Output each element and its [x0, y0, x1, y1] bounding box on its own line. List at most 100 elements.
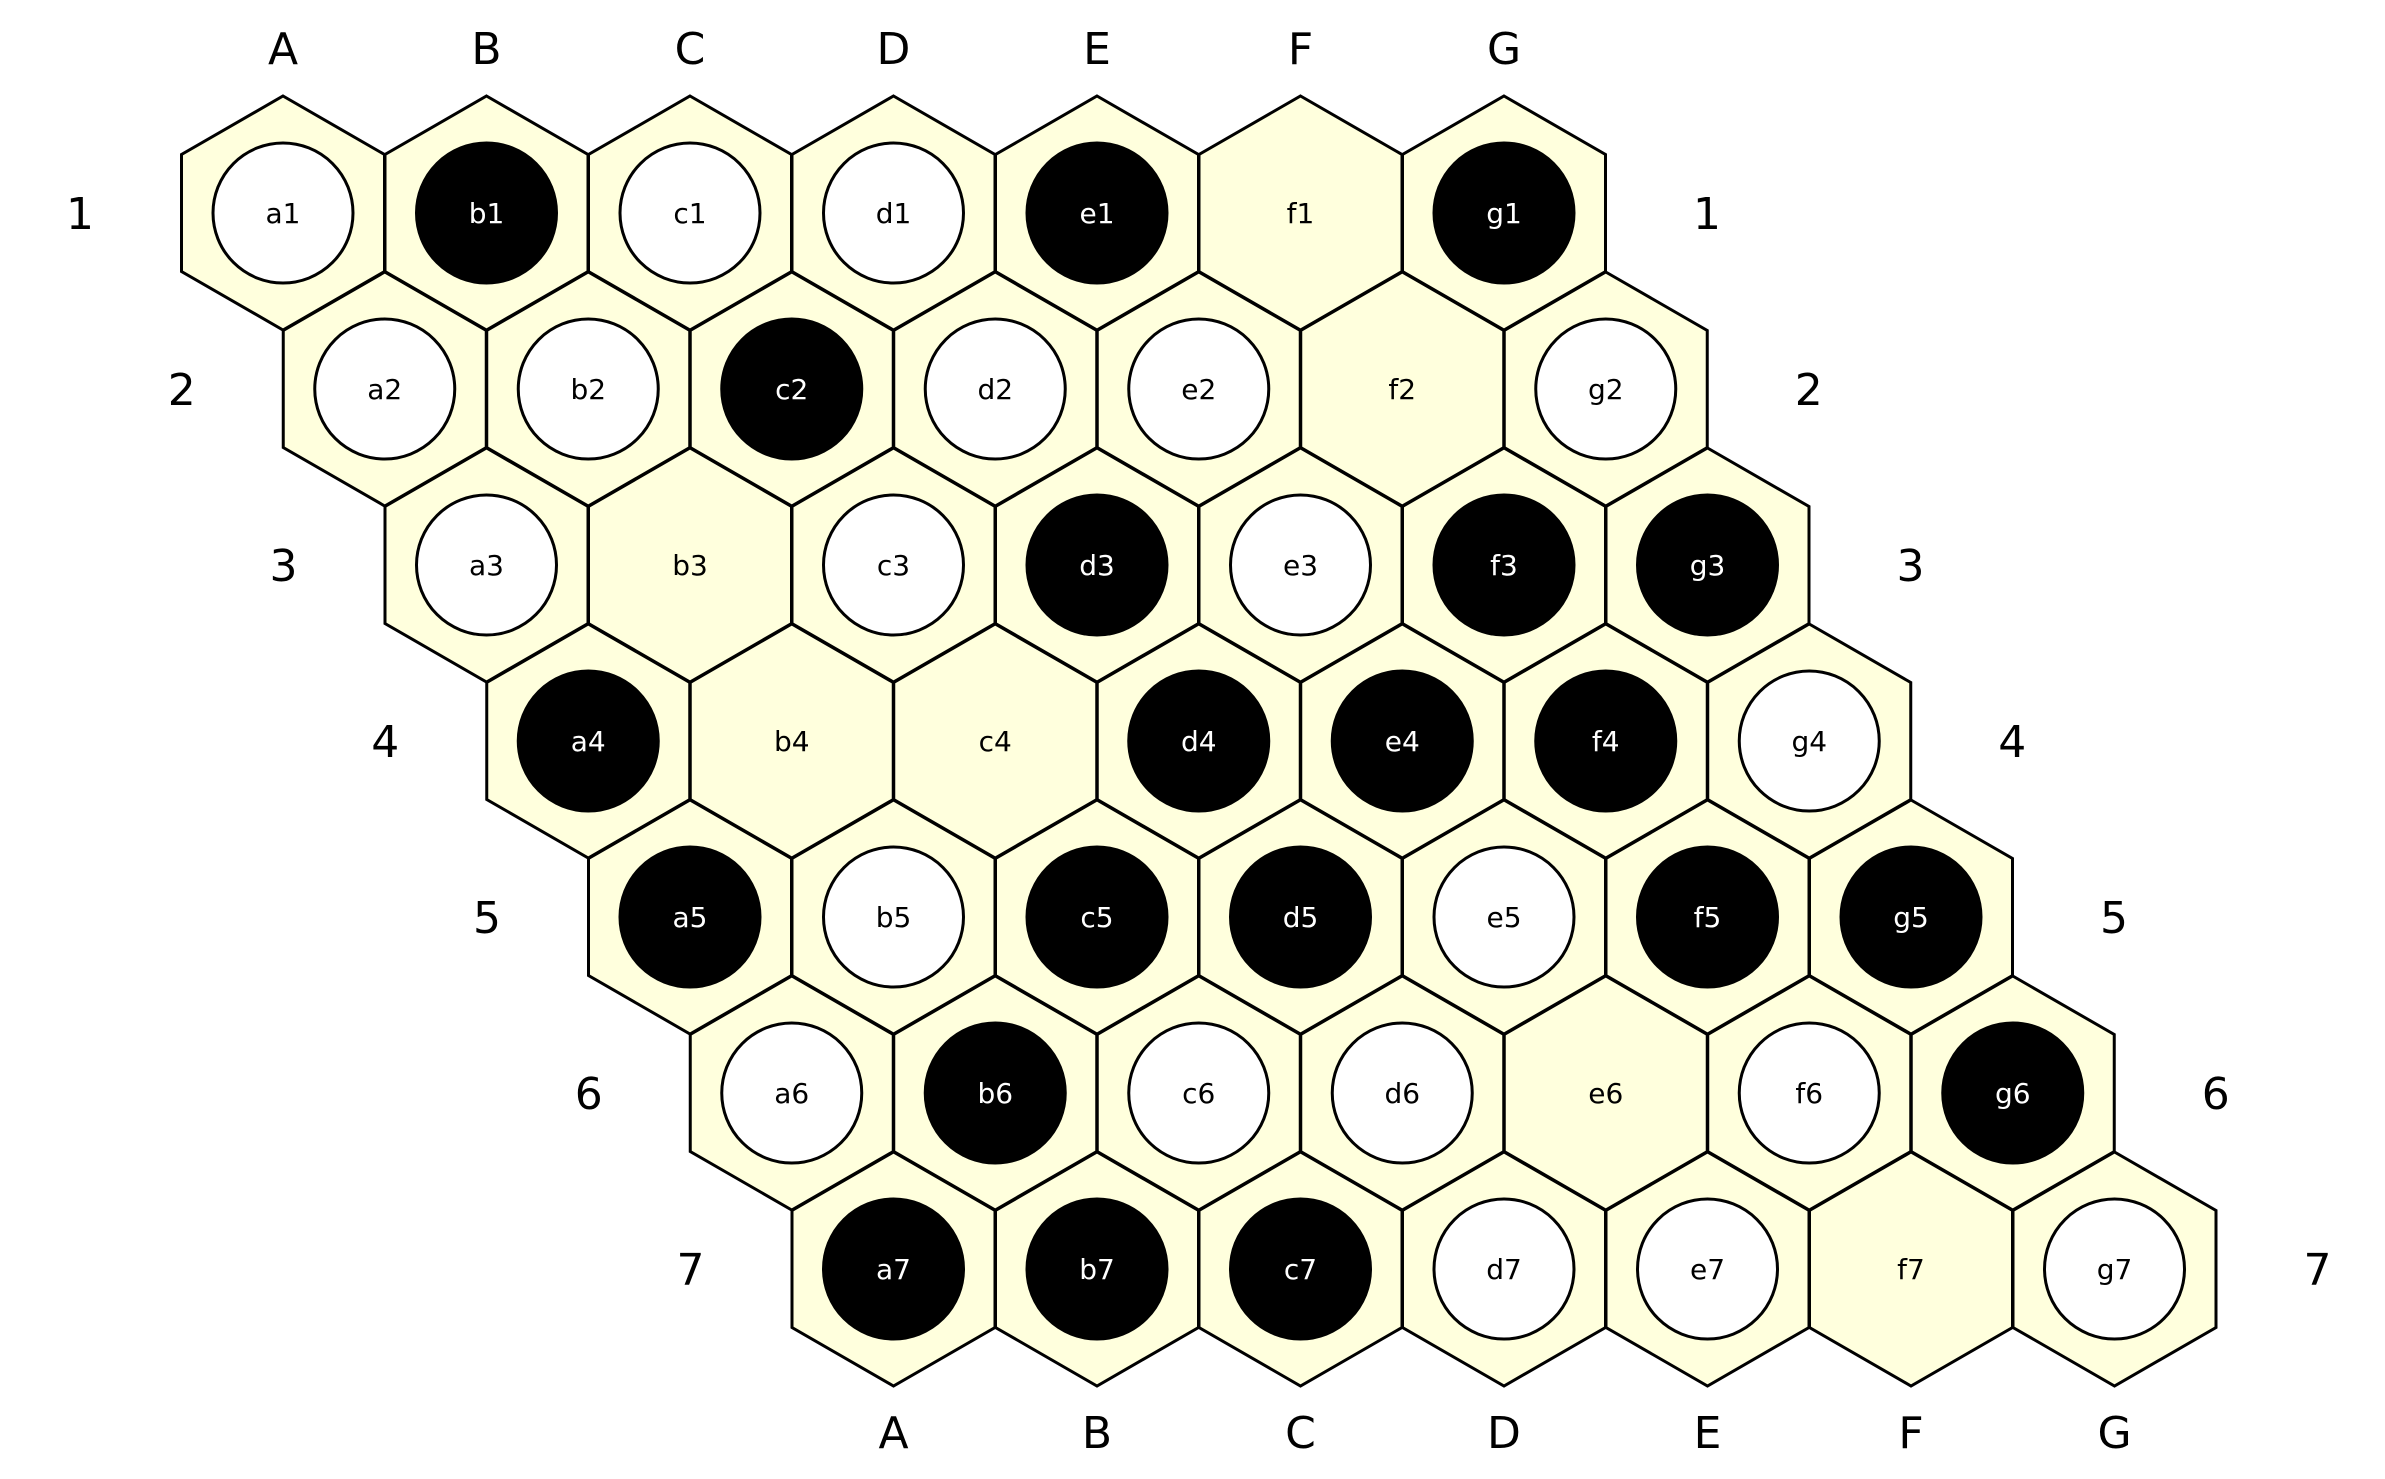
cell-f6[interactable]: f6 — [1706, 974, 1913, 1212]
cell-label: a6 — [774, 1077, 809, 1110]
cell-f3[interactable]: f3 — [1401, 446, 1607, 684]
cell-label: e5 — [1486, 901, 1521, 934]
column-label-bottom: B — [1082, 1408, 1112, 1459]
white-stone — [415, 493, 558, 637]
white-stone — [1330, 1021, 1474, 1165]
cell-label: a7 — [876, 1253, 911, 1286]
white-stone — [618, 141, 762, 285]
cell-label: b1 — [469, 197, 505, 230]
black-stone — [1636, 845, 1779, 989]
white-stone — [1737, 669, 1881, 813]
column-label-bottom: F — [1898, 1408, 1923, 1459]
cell-d1[interactable]: d1 — [790, 94, 997, 332]
cell-f4[interactable]: f4 — [1502, 622, 1709, 860]
cell-label: e3 — [1283, 549, 1318, 582]
cell-b2[interactable]: b2 — [485, 270, 692, 508]
row-label-right: 1 — [1693, 189, 1721, 240]
cell-label: f1 — [1287, 197, 1315, 230]
cell-label: a2 — [367, 373, 402, 406]
white-stone — [1127, 1021, 1271, 1165]
row-label-left: 2 — [168, 365, 196, 416]
cell-c1[interactable]: c1 — [587, 94, 793, 332]
cell-label: a5 — [673, 901, 708, 934]
row-label-left: 7 — [677, 1245, 705, 1296]
cell-e5[interactable]: e5 — [1401, 798, 1607, 1036]
black-stone — [1229, 845, 1372, 989]
black-stone — [1432, 141, 1576, 285]
black-stone — [516, 669, 660, 813]
white-stone — [822, 845, 965, 989]
cell-label: c2 — [775, 373, 808, 406]
cell-label: f5 — [1694, 901, 1722, 934]
white-stone — [822, 493, 965, 637]
black-stone — [923, 1021, 1067, 1165]
column-label-bottom: C — [1285, 1408, 1316, 1459]
cell-label: f4 — [1592, 725, 1620, 758]
cell-g3[interactable]: g3 — [1604, 446, 1811, 684]
cell-a2[interactable]: a2 — [281, 270, 488, 508]
row-label-left: 5 — [473, 893, 501, 944]
white-stone — [1432, 1197, 1576, 1341]
black-stone — [1025, 141, 1169, 285]
cell-d7[interactable]: d7 — [1401, 1150, 1607, 1388]
row-label-right: 3 — [1897, 541, 1925, 592]
cell-e3[interactable]: e3 — [1197, 446, 1404, 684]
cell-e2[interactable]: e2 — [1095, 270, 1302, 508]
row-label-right: 2 — [1795, 365, 1823, 416]
column-label-top: C — [675, 24, 706, 75]
black-stone — [1025, 1197, 1169, 1341]
cell-label: f3 — [1490, 549, 1518, 582]
column-label-bottom: G — [2097, 1408, 2131, 1459]
cell-c2[interactable]: c2 — [688, 270, 895, 508]
white-stone — [313, 317, 457, 461]
cell-c3[interactable]: c3 — [790, 446, 997, 684]
cell-label: c1 — [673, 197, 706, 230]
cell-a3[interactable]: a3 — [383, 446, 590, 684]
black-stone — [1025, 493, 1169, 637]
white-stone — [211, 141, 355, 285]
cell-f5[interactable]: f5 — [1604, 798, 1811, 1036]
row-label-right: 5 — [2100, 893, 2128, 944]
cell-g5[interactable]: g5 — [1808, 798, 2014, 1036]
cell-label: g5 — [1893, 901, 1929, 934]
cell-g1[interactable]: g1 — [1401, 94, 1607, 332]
row-label-left: 6 — [575, 1069, 603, 1120]
cell-label: b7 — [1079, 1253, 1115, 1286]
white-stone — [1636, 1197, 1779, 1341]
cell-c7[interactable]: c7 — [1197, 1150, 1404, 1388]
column-label-top: F — [1288, 24, 1313, 75]
cell-d6[interactable]: d6 — [1299, 974, 1506, 1212]
cell-d4[interactable]: d4 — [1095, 622, 1302, 860]
cell-label: g3 — [1690, 549, 1726, 582]
cell-b6[interactable]: b6 — [892, 974, 1099, 1212]
column-label-bottom: E — [1694, 1408, 1722, 1459]
cell-label: d7 — [1486, 1253, 1522, 1286]
cell-label: g1 — [1486, 197, 1522, 230]
cell-g2[interactable]: g2 — [1502, 270, 1709, 508]
cell-e1[interactable]: e1 — [994, 94, 1200, 332]
cell-label: d2 — [977, 373, 1013, 406]
cell-label: c6 — [1182, 1077, 1215, 1110]
cell-g4[interactable]: g4 — [1706, 622, 1913, 860]
cell-e7[interactable]: e7 — [1604, 1150, 1811, 1388]
cell-g7[interactable]: g7 — [2011, 1150, 2218, 1388]
cell-label: d5 — [1283, 901, 1319, 934]
column-label-bottom: A — [878, 1408, 908, 1459]
cell-b5[interactable]: b5 — [790, 798, 997, 1036]
black-stone — [1127, 669, 1271, 813]
cell-label: a4 — [571, 725, 606, 758]
black-stone — [1432, 493, 1576, 637]
cell-label: g2 — [1588, 373, 1624, 406]
black-stone — [1534, 669, 1678, 813]
black-stone — [415, 141, 558, 285]
cell-c5[interactable]: c5 — [994, 798, 1200, 1036]
cell-e4[interactable]: e4 — [1299, 622, 1506, 860]
cell-a7[interactable]: a7 — [790, 1150, 997, 1388]
cell-d5[interactable]: d5 — [1197, 798, 1404, 1036]
cell-d2[interactable]: d2 — [892, 270, 1099, 508]
column-label-top: E — [1083, 24, 1111, 75]
cell-label: d3 — [1079, 549, 1115, 582]
cell-a6[interactable]: a6 — [688, 974, 895, 1212]
cell-b7[interactable]: b7 — [994, 1150, 1200, 1388]
cell-g6[interactable]: g6 — [1909, 974, 2116, 1212]
